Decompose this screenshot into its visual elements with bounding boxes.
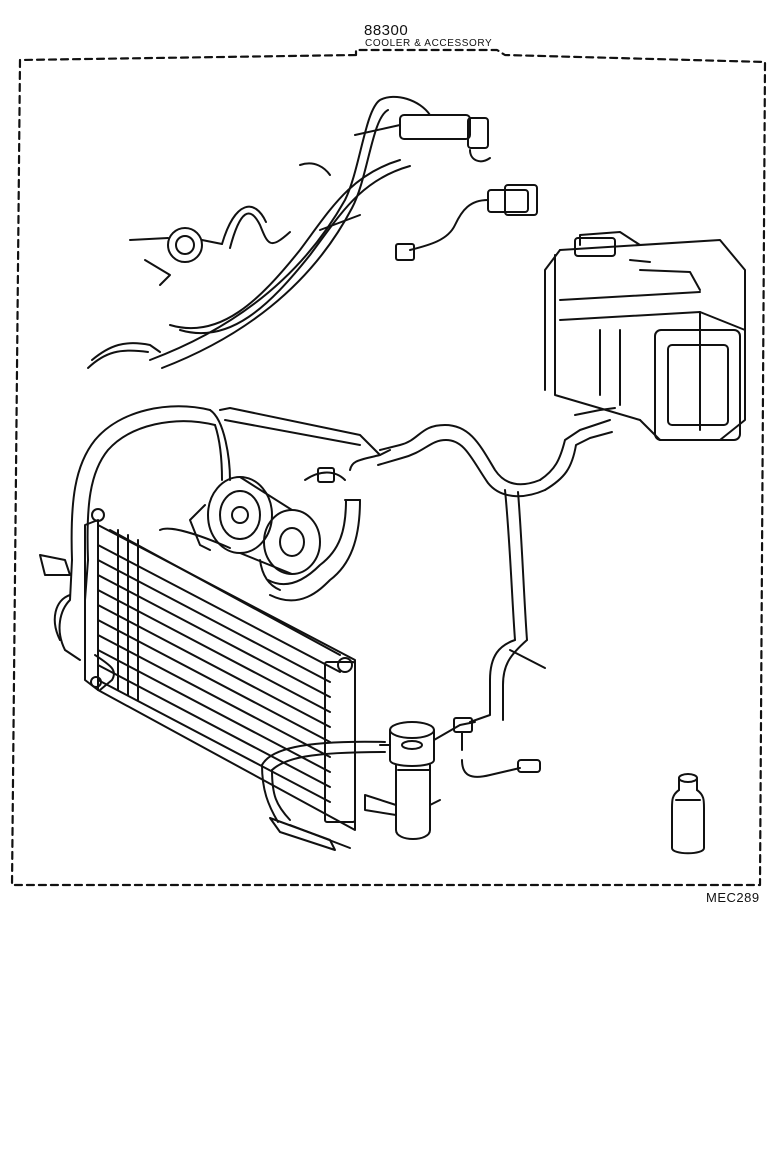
cooler-unit [544,231,746,441]
vacuum-hose-group [87,95,491,369]
oil-bottle [671,773,705,855]
part-code: 88300 [364,22,409,39]
pressure-switch [453,717,541,778]
diagram-title: COOLER & ACCESSORY [365,38,493,49]
connector-plug [395,184,538,261]
vacuum-switch [129,227,223,286]
assembly-boundary [10,48,767,887]
condenser [84,508,356,851]
receiver-dryer [364,721,476,840]
figure-reference: MEC289 [706,890,760,905]
refrigerant-piping [39,405,616,823]
compressor [189,467,346,591]
